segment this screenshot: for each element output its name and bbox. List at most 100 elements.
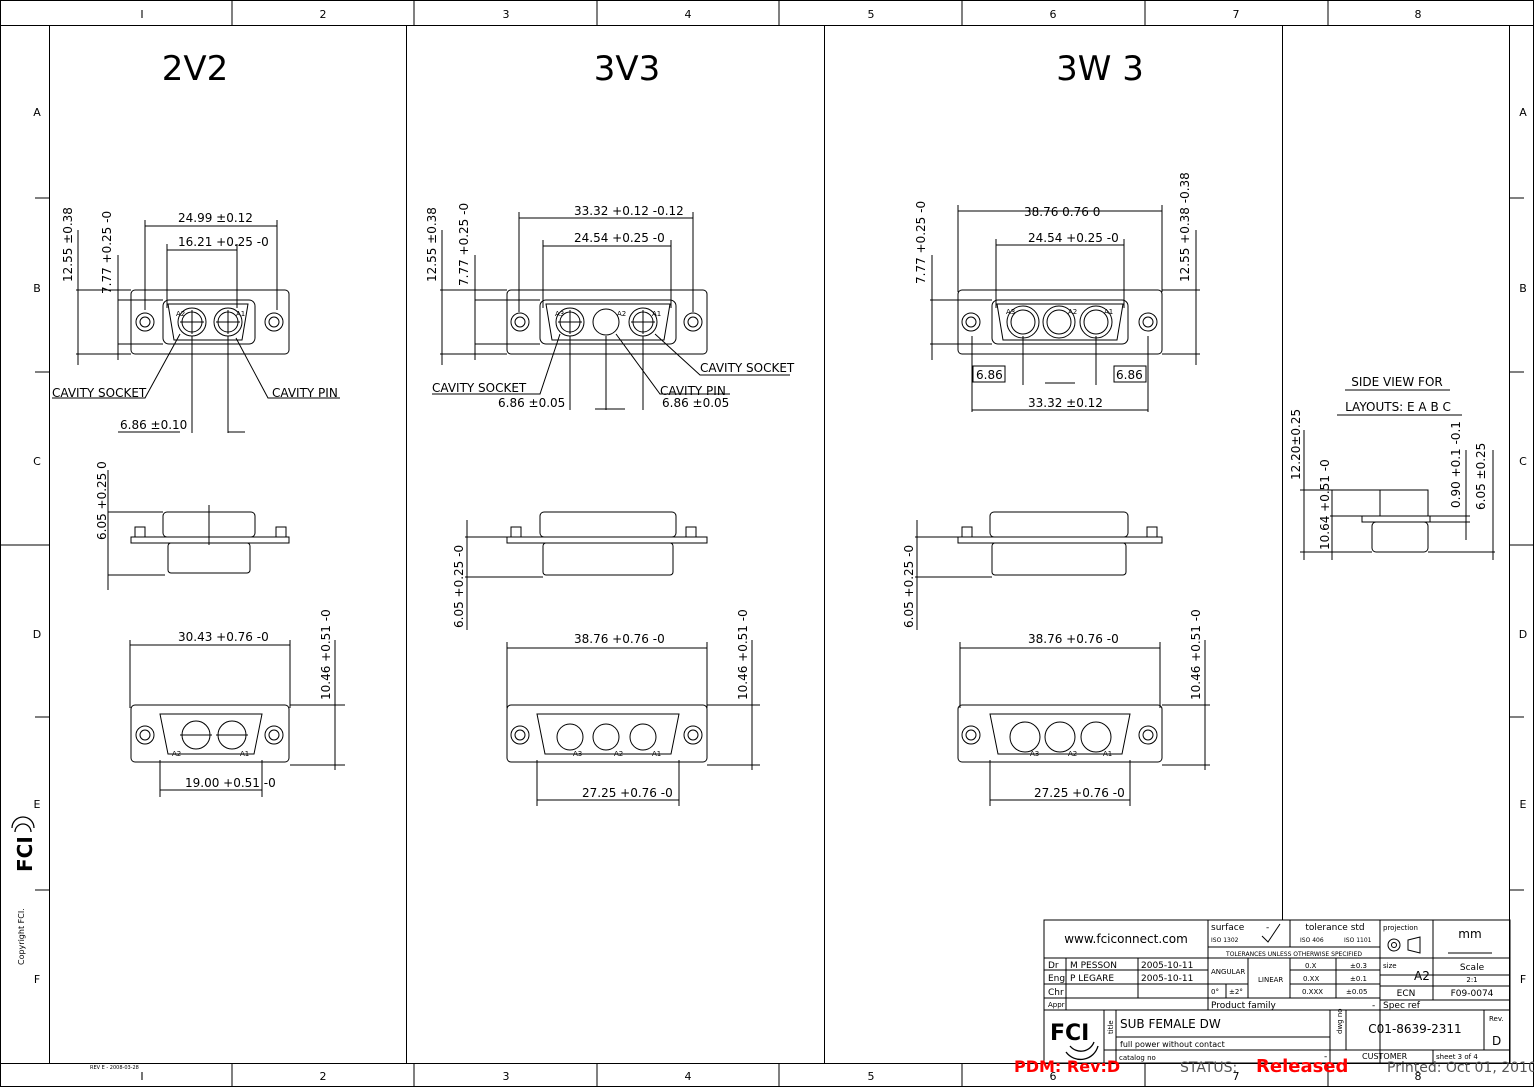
dim: 6.86 xyxy=(1116,368,1143,382)
top-view: 6.05 +0.25 0 xyxy=(95,461,290,590)
fci-logo: FCI xyxy=(1050,1021,1099,1061)
row-label: F xyxy=(34,973,40,986)
dim: 6.86 ±0.05 xyxy=(498,396,565,410)
svg-text:SUB FEMALE DW: SUB FEMALE DW xyxy=(1120,1017,1221,1031)
svg-text:ECN: ECN xyxy=(1397,989,1416,999)
svg-text:2005-10-11: 2005-10-11 xyxy=(1141,974,1193,984)
top-view: 6.05 +0.25 -0 xyxy=(902,511,1163,630)
website: www.fciconnect.com xyxy=(1064,932,1188,946)
dim: 12.55 +0.38 -0.38 xyxy=(1178,172,1192,282)
row-label: F xyxy=(1520,973,1526,986)
dim: 24.99 ±0.12 xyxy=(178,211,253,225)
svg-text:-: - xyxy=(1372,1001,1375,1011)
svg-text:P LEGARE: P LEGARE xyxy=(1070,974,1114,984)
copyright-text: Copyright FCI. xyxy=(17,908,26,965)
col-label: I xyxy=(140,1070,143,1083)
svg-text:LINEAR: LINEAR xyxy=(1258,976,1283,984)
dim: 6.05 +0.25 -0 xyxy=(902,545,916,628)
svg-text:C01-8639-2311: C01-8639-2311 xyxy=(1368,1022,1461,1036)
front-view: A3 A2 A1 33.32 +0.12 -0.12 24.54 +0.25 -… xyxy=(425,203,795,410)
col-label: 7 xyxy=(1233,8,1240,21)
svg-text:title: title xyxy=(1107,1020,1115,1034)
svg-text:A1: A1 xyxy=(240,750,249,758)
col-label: 5 xyxy=(868,1070,875,1083)
svg-text:2005-10-11: 2005-10-11 xyxy=(1141,961,1193,971)
row-label: C xyxy=(1519,455,1527,468)
dim: 7.77 +0.25 -0 xyxy=(914,201,928,284)
svg-text:A2: A2 xyxy=(614,750,623,758)
row-label: A xyxy=(1519,106,1527,119)
svg-text:ISO 1101: ISO 1101 xyxy=(1344,937,1372,944)
svg-text:ISO 406: ISO 406 xyxy=(1300,937,1324,944)
dim: 12.20±0.25 xyxy=(1289,409,1303,480)
column-labels-top: I 2 3 4 5 6 7 8 xyxy=(140,8,1421,21)
dim: 19.00 +0.51 -0 xyxy=(185,776,276,790)
dim: 6.05 +0.25 -0 xyxy=(452,545,466,628)
projection-symbol-icon xyxy=(1387,936,1421,954)
dim: 7.77 +0.25 -0 xyxy=(100,211,114,294)
label: CAVITY SOCKET xyxy=(432,381,527,395)
row-label: D xyxy=(1519,628,1527,641)
svg-text:0.XX: 0.XX xyxy=(1303,975,1319,983)
svg-text:Spec ref: Spec ref xyxy=(1383,1001,1421,1011)
pdm-label: PDM: Rev:D xyxy=(1014,1057,1120,1076)
side-title: LAYOUTS: E A B C xyxy=(1345,400,1451,414)
label: CAVITY SOCKET xyxy=(52,386,147,400)
col-label: I xyxy=(140,8,143,21)
dim: 10.64 +0.51 -0 xyxy=(1318,459,1332,550)
svg-text:±0.3: ±0.3 xyxy=(1350,962,1367,970)
row-label: B xyxy=(33,282,41,295)
col-label: 8 xyxy=(1415,8,1422,21)
dim: 30.43 +0.76 -0 xyxy=(178,630,269,644)
title-block: www.fciconnect.com surface ISO 1302 - to… xyxy=(1043,919,1511,1064)
dim: 38.76 +0.76 -0 xyxy=(574,632,665,646)
svg-text:mm: mm xyxy=(1458,927,1481,941)
col-label: 4 xyxy=(685,8,692,21)
footer: REV E - 2008-03-28 PDM: Rev:D STATUS: Re… xyxy=(90,1056,1534,1077)
svg-text:-: - xyxy=(1266,923,1269,933)
rear-view: A3 A2 A1 38.76 +0.76 -0 10.46 +0.51 -0 2… xyxy=(957,609,1210,806)
svg-text:Product family: Product family xyxy=(1211,1001,1276,1011)
col-label: 3 xyxy=(503,8,510,21)
svg-text:±0.1: ±0.1 xyxy=(1350,975,1367,983)
svg-text:FCI: FCI xyxy=(1050,1021,1089,1046)
svg-text:Rev.: Rev. xyxy=(1489,1015,1504,1023)
rev-note: REV E - 2008-03-28 xyxy=(90,1065,139,1071)
svg-text:ISO 1302: ISO 1302 xyxy=(1211,937,1239,944)
dim: 10.46 +0.51 -0 xyxy=(736,609,750,700)
dim: 7.77 +0.25 -0 xyxy=(457,203,471,286)
col-label: 8 xyxy=(1415,1070,1422,1083)
view-3v3: 3V3 A3 A2 A1 xyxy=(425,49,795,806)
col-label: 6 xyxy=(1050,1070,1057,1083)
svg-text:FCI: FCI xyxy=(13,836,37,872)
row-label: A xyxy=(33,106,41,119)
status-value: Released xyxy=(1256,1056,1348,1077)
front-view: A3 A2 A1 38.76 0.76 0 24.54 +0.25 -0 xyxy=(914,172,1200,412)
svg-text:A3: A3 xyxy=(573,750,582,758)
svg-text:TOLERANCES UNLESS OTHERWISE SP: TOLERANCES UNLESS OTHERWISE SPECIFIED xyxy=(1225,951,1362,958)
column-labels-bottom: I 2 3 4 5 6 7 8 xyxy=(140,1070,1421,1083)
svg-text:Appr: Appr xyxy=(1048,1001,1065,1009)
svg-text:±0.05: ±0.05 xyxy=(1346,988,1367,996)
dim: 10.46 +0.51 -0 xyxy=(1189,609,1203,700)
front-view: A2 A1 24.99 ±0.12 16.21 +0.25 -0 12.55 ±… xyxy=(52,207,340,433)
printed-date: Printed: Oct 01, 2010 xyxy=(1387,1060,1534,1076)
dim: 6.86 ±0.05 xyxy=(662,396,729,410)
svg-text:F09-0074: F09-0074 xyxy=(1451,989,1494,999)
svg-text:sheet 3 of 4: sheet 3 of 4 xyxy=(1436,1053,1478,1061)
dim: 24.54 +0.25 -0 xyxy=(574,231,665,245)
svg-text:A2: A2 xyxy=(1414,969,1430,983)
svg-text:Dr: Dr xyxy=(1048,961,1059,971)
view-title: 3W 3 xyxy=(1056,49,1144,89)
svg-text:dwg no: dwg no xyxy=(1336,1008,1344,1034)
row-label: B xyxy=(1519,282,1527,295)
rear-view: A3 A2 A1 38.76 +0.76 -0 10.46 +0.51 -0 2… xyxy=(506,609,760,806)
rear-view: A2 A1 30.43 +0.76 -0 10.46 +0.51 -0 19.0… xyxy=(129,609,345,797)
svg-text:A2: A2 xyxy=(172,750,181,758)
dim: 16.21 +0.25 -0 xyxy=(178,235,269,249)
svg-text:A1: A1 xyxy=(1103,750,1112,758)
svg-text:A2: A2 xyxy=(176,310,185,318)
svg-text:M PESSON: M PESSON xyxy=(1070,961,1117,971)
row-label: E xyxy=(34,798,41,811)
